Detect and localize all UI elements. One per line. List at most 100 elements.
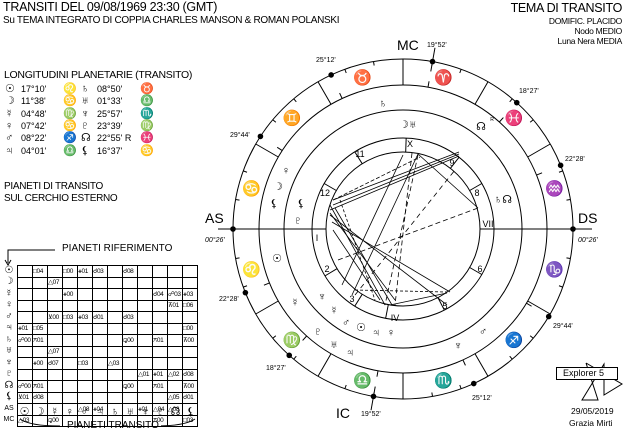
sign-boundary [527,300,551,315]
house-number: 2 [324,264,329,274]
house-cusp [324,268,338,277]
cusp-marker [230,226,236,232]
house-number: IV [391,313,400,323]
zodiac-sign: ♈ [434,68,453,86]
transit-neptune: ♆ [454,340,462,352]
cusp-degree: 29°44' [230,131,250,139]
aspect-value: ⚹01 [153,371,164,379]
cusp-marker [286,352,293,359]
degree-value: 08°22' [21,133,47,144]
transit-node: ☊ [476,121,486,133]
cusp-degree: 29°44' [553,322,573,330]
mc-degree: 19°52' [427,41,447,49]
transit-note-1: PIANETI DI TRANSITO [4,181,103,192]
aspect-value: ⊼00 [183,382,195,390]
sign-glyph: ♋ [63,119,77,132]
degree-tick [293,98,297,103]
sign-boundary [255,143,279,158]
grid-row-label: ♀ [5,299,13,310]
degree-tick [566,257,571,260]
grid-row-title: PIANETI RIFERIMENTO [60,243,175,254]
grid-col-label: ☉ [19,406,30,418]
grid-row-label: ☽ [4,276,14,287]
transit-venus: ♀ [282,165,290,177]
aspect-value: □03 [63,313,74,321]
aspect-value: △05 [168,394,180,402]
aspect-value: △01 [138,371,150,379]
aspect-value: ☌07 [48,359,59,367]
cusp-marker [257,133,264,140]
house-number: I [316,233,319,243]
cusp-degree: 22°28' [565,155,585,163]
cusp-tick [302,335,308,341]
cusp-tick [526,302,532,307]
natal-pluto: ♇ [294,215,302,227]
cusp-marker [470,380,477,387]
degree-tick [558,285,563,288]
aspect-value: ☌08 [123,267,134,275]
zodiac-sign: ♍ [283,331,302,349]
degree-value: 16°37' [97,145,123,156]
degree-tick [509,98,513,103]
ds-label: DS [578,210,597,226]
degree-tick [344,384,347,389]
grid-row-label: ⚸ [5,391,13,402]
house-number: X [407,139,413,149]
transit-mars: ♂ [479,326,487,338]
wheel-ring [325,151,481,307]
degree-value: 11°38' [21,96,46,107]
planet-glyph: ⚸ [81,144,90,157]
planet-glyph: ♃ [5,144,14,157]
sign-boundary [527,143,551,158]
lilith-type: Luna Nera MEDIA [557,36,623,46]
grid-col-label: ♂ [80,406,90,418]
degree-value: 23°39' [97,120,123,131]
house-system: DOMIFIC. PLACIDO [548,16,622,26]
planet-glyph: ♀ [5,119,14,132]
degree-tick [235,198,240,201]
aspect-value: ⚹00 [33,359,44,367]
zodiac-sign: ♎ [353,372,372,390]
sign-glyph: ♓ [140,132,154,145]
degree-tick [459,384,462,389]
grid-row-label: ♃ [5,322,13,333]
house-cusp [323,183,337,191]
cusp-degree: 18°27' [266,364,286,372]
aspect-value: ☌03 [93,267,104,275]
software-badge: Explorer 5 [556,367,618,380]
zodiac-sign: ♓ [505,109,524,127]
transit-pluto: ♇ [314,326,322,338]
grid-row-label: ♄ [5,333,13,345]
degree-tick [235,257,240,260]
degree-value: 25°57' [97,108,123,119]
degree-value: 17°10' [21,84,47,94]
aspect-value: ☌04 [153,290,164,298]
degree-value: 04°48' [21,108,47,119]
aspect-value: □05 [33,325,44,333]
ic-degree: 19°52' [361,410,381,418]
sign-boundary [317,81,332,105]
chart-title: TRANSITI DEL 09/08/1969 23:30 (GMT) [3,0,218,14]
grid-col-label: ☽ [34,406,45,418]
house-number: 8 [474,188,479,198]
degree-tick [372,61,375,66]
aspect-value: ☌08 [183,371,194,379]
house-number: 3 [349,294,354,304]
aspect-value: ⚻01 [33,336,44,344]
planet-glyph: ☽ [5,95,15,108]
aspect-value: □03 [183,417,194,425]
ic-label: IC [336,405,350,421]
ds-degree: 00°26' [578,236,598,244]
aspect-cell: □03 [182,414,198,427]
cusp-degree: 25°12' [472,394,492,402]
sign-glyph: ♎ [63,144,77,157]
natal-venus: ♀ [387,327,395,339]
house-cusp [385,304,389,319]
planet-glyph: ♆ [81,107,90,120]
aspect-value: △02 [168,371,180,379]
node-type: Nodo MEDIO [574,26,622,36]
aspect-value: △03 [18,417,30,425]
degree-tick [344,69,347,74]
retrograde-mark: R [490,117,494,123]
cusp-degree: 25°12' [316,56,336,64]
